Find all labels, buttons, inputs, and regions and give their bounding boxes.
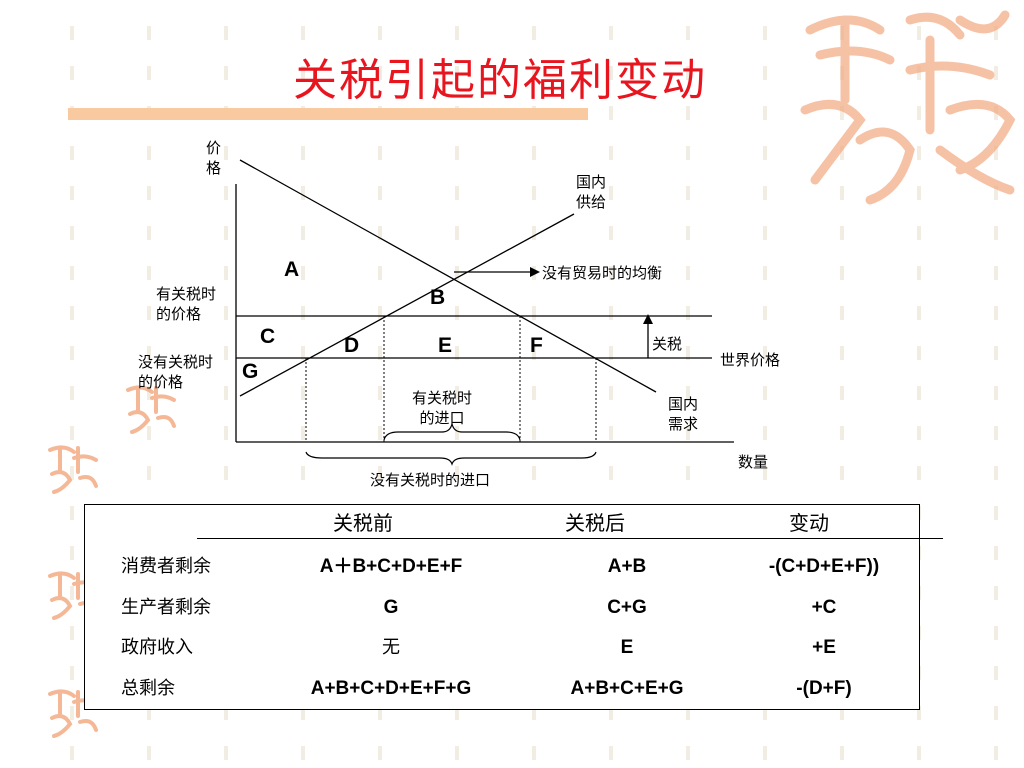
welfare-table: 关税前 关税后 变动 消费者剩余 A＋B+C+D+E+F A+B -(C+D+E…	[84, 504, 943, 710]
header-after: 关税后	[565, 511, 625, 535]
demand-curve	[239, 159, 657, 393]
row-before: 无	[382, 637, 400, 658]
header-before: 关税前	[333, 511, 393, 535]
area-c-label: C	[260, 325, 276, 348]
row-before: G	[383, 597, 399, 618]
tariff-import-brace	[383, 423, 521, 441]
supply-curve	[239, 213, 575, 397]
row-change: -(D+F)	[796, 678, 852, 699]
row-after: C+G	[607, 597, 647, 618]
no-tariff-price-label: 没有关税时 的价格	[138, 353, 214, 391]
title-underline-bar	[68, 108, 588, 120]
world-price-label: 世界价格	[720, 351, 781, 369]
area-g-label: G	[242, 360, 259, 383]
row-before: A＋B+C+D+E+F	[319, 556, 463, 577]
seal-stamp-icon	[48, 445, 98, 494]
no-tariff-import-brace	[305, 451, 597, 466]
header-change: 变动	[789, 511, 829, 535]
no-tariff-imports-label: 没有关税时的进口	[370, 471, 491, 489]
row-change: +C	[811, 597, 837, 618]
seal-stamp-icon	[800, 10, 1016, 205]
row-after: E	[620, 637, 634, 658]
supply-label: 国内 供给	[576, 173, 607, 211]
row-label: 总剩余	[121, 678, 175, 699]
row-after: A+B+C+E+G	[570, 678, 684, 699]
equilibrium-label: 没有贸易时的均衡	[542, 264, 663, 282]
y-axis-label: 价 格	[206, 139, 222, 177]
area-e-label: E	[438, 334, 453, 357]
demand-label: 国内 需求	[668, 395, 699, 433]
equilibrium-arrowhead	[530, 267, 540, 277]
row-label: 消费者剩余	[121, 556, 211, 577]
x-axis-label: 数量	[738, 453, 769, 471]
row-label: 政府收入	[121, 637, 193, 658]
tariff-label: 关税	[652, 335, 683, 353]
row-before: A+B+C+D+E+F+G	[310, 678, 472, 699]
row-change: +E	[812, 637, 836, 658]
table-header-rule	[197, 538, 943, 539]
row-label: 生产者剩余	[121, 597, 211, 618]
area-a-label: A	[284, 258, 300, 281]
page-title: 关税引起的福利变动	[293, 55, 707, 106]
area-b-label: B	[430, 286, 446, 309]
area-d-label: D	[344, 334, 360, 357]
tariff-price-label: 有关税时 的价格	[156, 285, 217, 323]
row-after: A+B	[607, 556, 647, 577]
area-f-label: F	[530, 334, 543, 357]
tariff-imports-label: 有关税时 的进口	[412, 389, 473, 427]
seal-stamp-icon	[126, 385, 176, 434]
row-change: -(C+D+E+F))	[768, 556, 880, 577]
tariff-arrowhead	[643, 314, 653, 324]
